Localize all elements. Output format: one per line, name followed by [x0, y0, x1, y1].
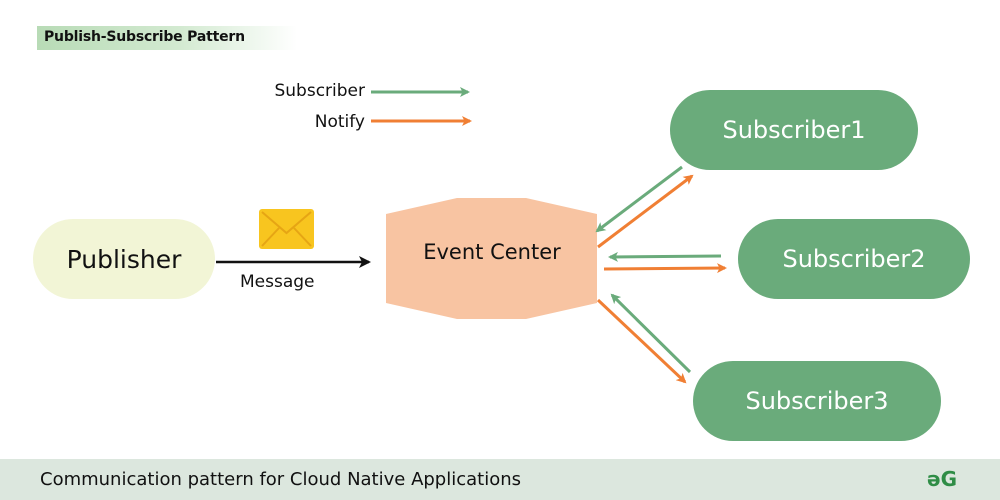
event-center-label: Event Center [423, 240, 561, 264]
subscriber3-subscribe-arrow [610, 293, 692, 374]
legend-notify-label: Notify [314, 112, 365, 132]
gfg-logo-icon: əG [927, 467, 957, 491]
event-center-node [386, 198, 597, 319]
subscriber1-node: Subscriber1 [670, 90, 918, 170]
subscriber3-notify-arrow [596, 298, 687, 384]
diagram-title: Publish-Subscribe Pattern [44, 29, 245, 45]
diagram-canvas [216, 87, 727, 384]
title-badge [37, 26, 297, 50]
message-label: Message [240, 272, 315, 292]
subscriber2-notify-arrow [603, 263, 727, 274]
subscriber3-label: Subscriber3 [745, 387, 889, 415]
envelope-icon [259, 209, 314, 249]
publisher-node: Publisher [33, 219, 215, 299]
footer-bar [0, 459, 1000, 500]
subscriber2-label: Subscriber2 [782, 245, 926, 273]
legend-subscriber-label: Subscriber [274, 81, 365, 101]
publisher-label: Publisher [66, 244, 182, 274]
subscriber2-node: Subscriber2 [738, 219, 970, 299]
subscriber1-label: Subscriber1 [722, 116, 866, 144]
subscriber2-subscribe-arrow [608, 251, 722, 262]
subscriber1-subscribe-arrow [595, 165, 683, 233]
subscriber1-notify-arrow [597, 174, 694, 249]
subscriber3-node: Subscriber3 [693, 361, 941, 441]
footer-caption: Communication pattern for Cloud Native A… [40, 469, 522, 490]
